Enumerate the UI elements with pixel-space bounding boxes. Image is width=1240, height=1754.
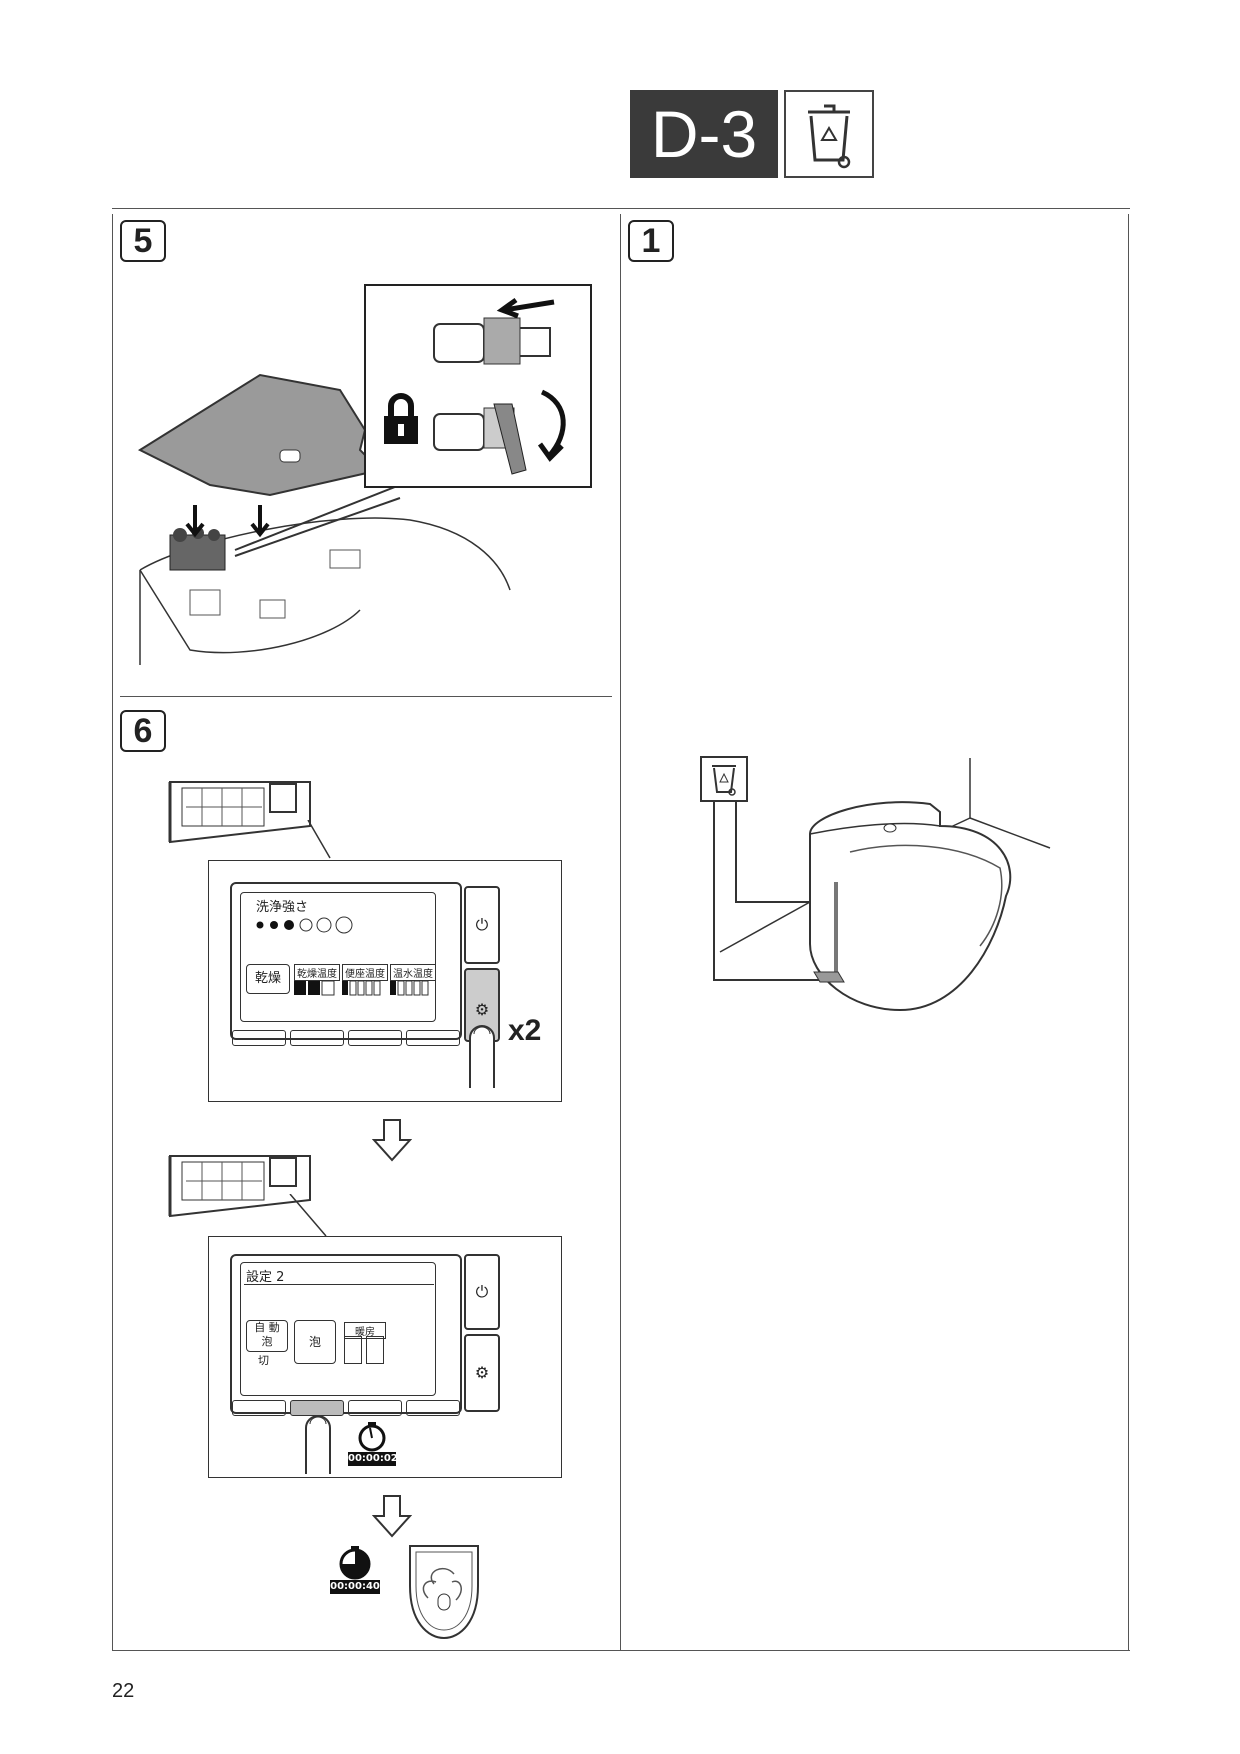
- power-icon[interactable]: ⏻: [464, 886, 500, 964]
- soft-key-4[interactable]: [406, 1030, 460, 1046]
- recycle-bin-icon-small: [700, 756, 748, 802]
- intensity-dots: [256, 916, 353, 934]
- screen1-title: 洗浄強さ: [256, 900, 309, 915]
- lock-icon: [384, 393, 418, 444]
- step-number-1: 1: [628, 220, 674, 262]
- toilet-bowl-foam-icon: [409, 1545, 479, 1640]
- soft-key-1[interactable]: [232, 1030, 286, 1046]
- tab-water-temp[interactable]: 温水温度: [390, 964, 436, 981]
- stopwatch-icon: [358, 1422, 386, 1452]
- display-screen-1: [230, 882, 462, 1040]
- final-timer-label: 00:00:40: [330, 1580, 380, 1594]
- tab-dry-temp[interactable]: 乾燥温度: [294, 964, 340, 981]
- step5-detail-inset: [364, 284, 592, 488]
- temperature-level-bars: [294, 980, 429, 996]
- page-number: 22: [112, 1680, 135, 1702]
- soft-key-4-b[interactable]: [406, 1400, 460, 1416]
- soft-key-3-b[interactable]: [348, 1400, 402, 1416]
- power-icon-2[interactable]: ⏻: [464, 1254, 500, 1330]
- soft-key-2[interactable]: [290, 1030, 344, 1046]
- auto-foam-button[interactable]: 自 動 泡: [246, 1320, 288, 1352]
- display-screen-2-frame: [208, 1236, 562, 1478]
- timer-label: 00:00:02: [348, 1452, 398, 1466]
- remote-control-illustration: [168, 781, 311, 844]
- remote-control-illustration-2: [168, 1155, 311, 1218]
- step5-illustration: [137, 373, 511, 665]
- finger-press-icon: [469, 1025, 495, 1088]
- recycle-bin-icon: [784, 90, 874, 178]
- dry-button[interactable]: 乾燥: [246, 964, 290, 994]
- step-number-5: 5: [120, 220, 166, 262]
- soft-key-1-b[interactable]: [232, 1400, 286, 1416]
- foam-button[interactable]: 泡: [294, 1320, 336, 1364]
- arrow-down-icon-2: [372, 1495, 412, 1538]
- soft-key-3[interactable]: [348, 1030, 402, 1046]
- heating-tab[interactable]: 暖房: [344, 1322, 386, 1339]
- section-code: D-3: [630, 90, 778, 178]
- tab-seat-temp[interactable]: 便座温度: [342, 964, 388, 981]
- auto-foam-state: 切: [258, 1354, 269, 1367]
- finger-press-icon-2: [305, 1415, 331, 1474]
- stopwatch-icon-2: [339, 1546, 371, 1580]
- press-count: x2: [508, 1014, 542, 1047]
- display-screen-2: [230, 1254, 462, 1414]
- arrow-down-icon: [372, 1119, 412, 1162]
- step-number-6: 6: [120, 710, 166, 752]
- display-screen-1-frame: [208, 860, 562, 1102]
- screen2-title: 設定 2: [246, 1270, 285, 1285]
- gear-icon-2[interactable]: ⚙: [464, 1334, 500, 1412]
- toilet-recycle-illustration: [700, 756, 1051, 1012]
